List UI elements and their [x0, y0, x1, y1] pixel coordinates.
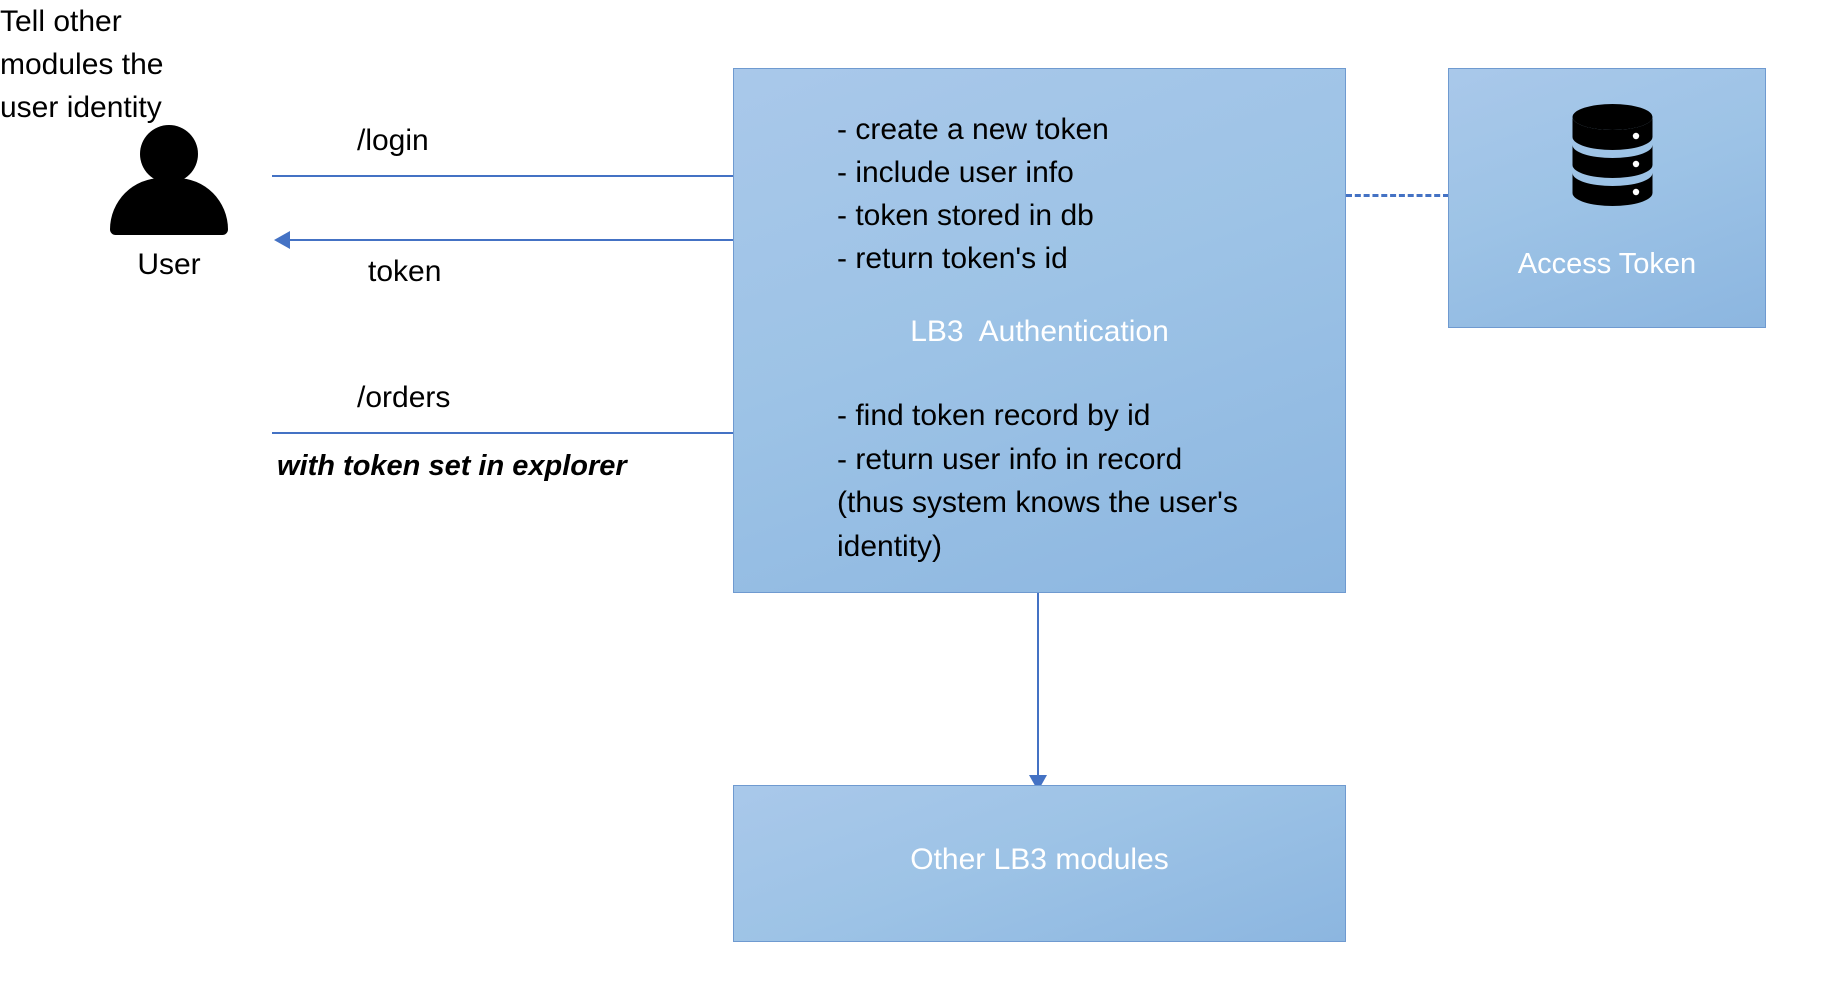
access-token-label: Access Token — [1517, 248, 1697, 280]
tell-modules-arrow-line — [1037, 593, 1039, 783]
database-icon — [1572, 104, 1653, 206]
orders-edge-label: /orders — [357, 381, 451, 414]
token-arrow-line — [290, 239, 800, 241]
login-arrow-line — [272, 175, 790, 177]
auth-to-token-dashed-link — [1346, 194, 1449, 197]
person-icon — [110, 125, 228, 235]
login-steps-text: - create a new token - include user info… — [837, 113, 1109, 275]
tell-modules-label: Tell other modules the user identity — [0, 5, 164, 124]
other-lb3-modules-box[interactable] — [733, 785, 1346, 942]
lb3-authentication-title: LB3 Authentication — [910, 315, 1169, 348]
token-arrow-head — [274, 231, 290, 249]
lb3-authentication-box[interactable] — [733, 68, 1346, 593]
orders-steps-text: - find token record by id - return user … — [837, 399, 1238, 563]
person-body-shape — [110, 178, 228, 235]
user-actor-label: User — [137, 248, 201, 281]
login-edge-label: /login — [357, 124, 429, 157]
token-edge-label: token — [368, 255, 442, 288]
orders-arrow-line — [272, 432, 790, 434]
orders-note-label: with token set in explorer — [277, 450, 627, 482]
person-head-shape — [140, 125, 198, 183]
other-lb3-modules-label: Other LB3 modules — [910, 843, 1169, 876]
